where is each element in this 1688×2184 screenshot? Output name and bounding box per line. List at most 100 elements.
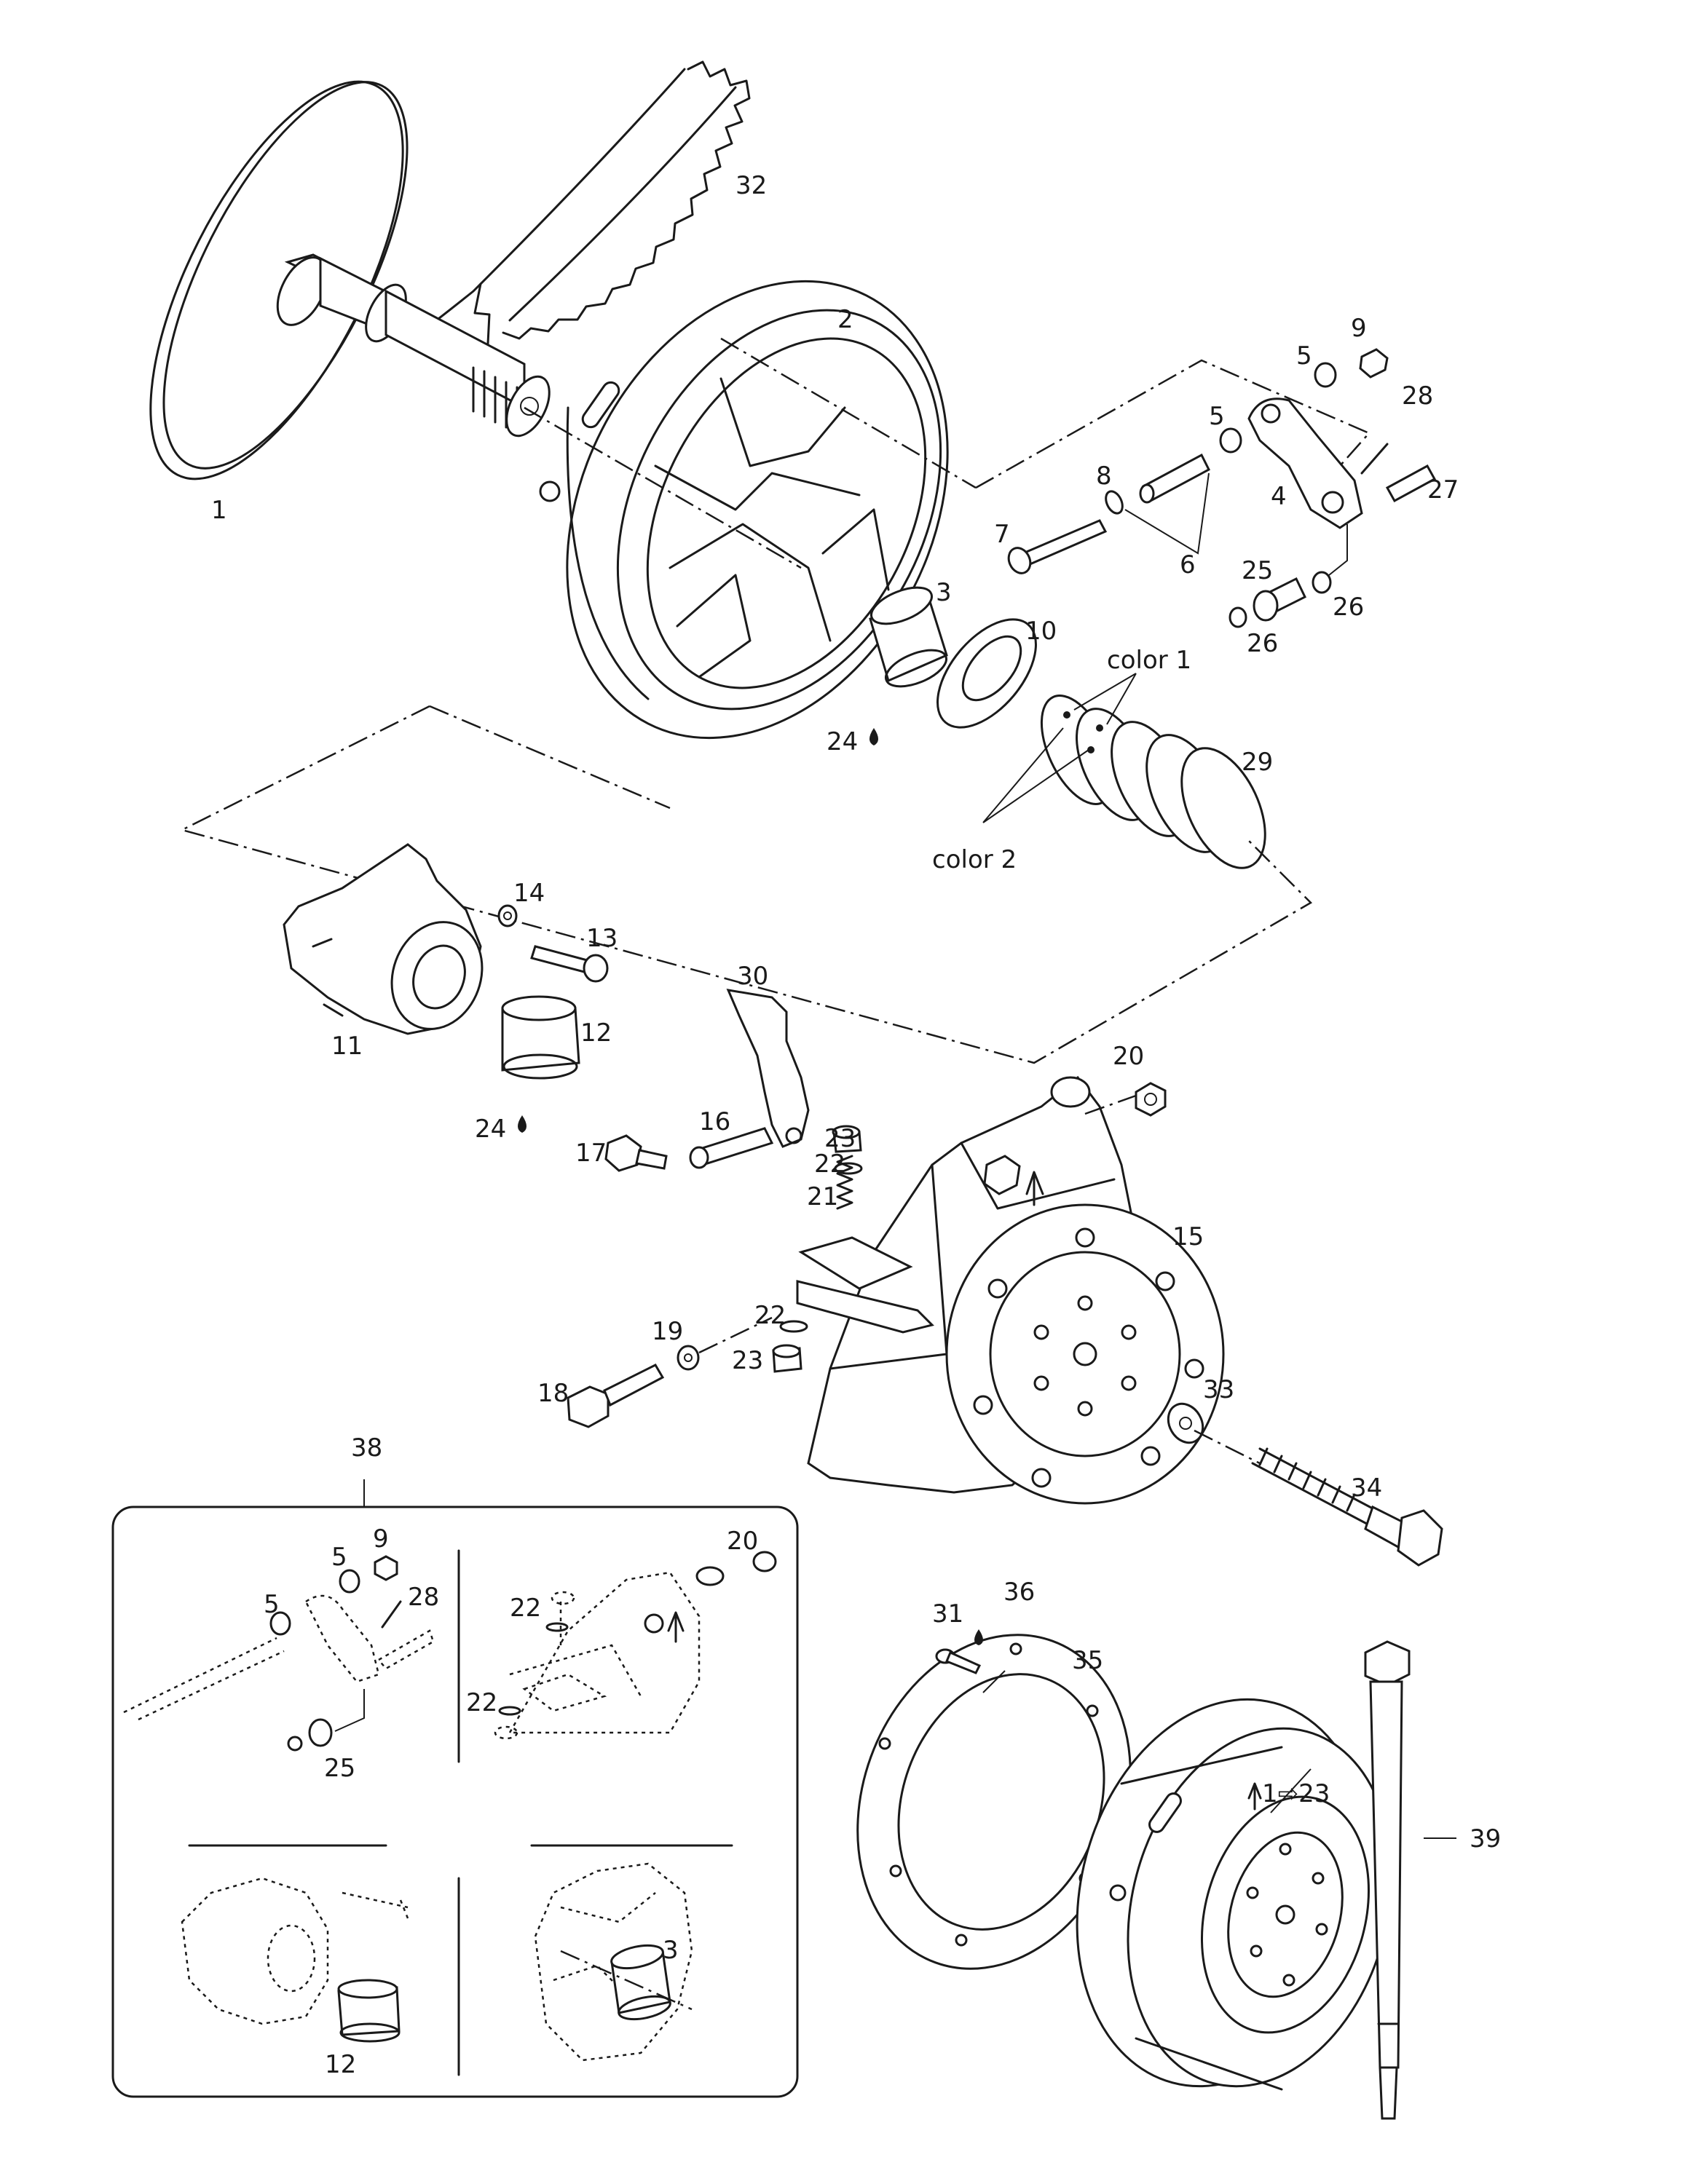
label-12: 12 xyxy=(580,1018,612,1048)
label-33: 33 xyxy=(1203,1375,1234,1404)
label-14: 14 xyxy=(513,879,545,908)
inset-cam-group xyxy=(181,1877,409,2043)
label-color-1: color 1 xyxy=(1107,646,1191,675)
inset-sliding-half-group xyxy=(534,1862,693,2062)
label-30: 30 xyxy=(737,962,768,991)
label-22a: 22 xyxy=(814,1150,845,1179)
label-17: 17 xyxy=(575,1139,607,1168)
label-9: 9 xyxy=(1351,314,1367,343)
label-21: 21 xyxy=(807,1182,838,1211)
label-15: 15 xyxy=(1172,1222,1204,1251)
ramp-lever-group xyxy=(1007,348,1437,628)
label-1: 1 xyxy=(211,496,227,525)
cap-23-upper xyxy=(832,1125,862,1153)
label-11: 11 xyxy=(331,1032,363,1061)
misc-leaders xyxy=(982,1670,1456,1839)
inset-label-3: 3 xyxy=(663,1936,679,1965)
nut-20 xyxy=(1084,1082,1167,1117)
inset-label-5a: 5 xyxy=(331,1543,347,1572)
label-27: 27 xyxy=(1427,475,1459,505)
drop-icon xyxy=(518,1115,526,1133)
washer-10 xyxy=(936,618,1037,729)
label-24b: 24 xyxy=(475,1115,506,1144)
inset-label-28: 28 xyxy=(408,1583,439,1612)
screw-17 xyxy=(604,1134,668,1172)
inset-label-9: 9 xyxy=(373,1524,389,1554)
sliding-half xyxy=(539,280,949,740)
label-23a: 23 xyxy=(824,1124,856,1153)
ring-22-lower xyxy=(779,1320,808,1333)
bushing-3 xyxy=(869,586,948,688)
washer-33 xyxy=(1167,1402,1204,1444)
washer-14 xyxy=(497,904,518,927)
bolt-34 xyxy=(1194,1429,1443,1567)
drop-icon xyxy=(974,1629,983,1645)
label-26a: 26 xyxy=(1333,593,1364,622)
label-23b: 23 xyxy=(732,1346,763,1375)
inset-label-25: 25 xyxy=(324,1754,355,1783)
inset-spider-group xyxy=(494,1551,777,1740)
ring-22-upper xyxy=(834,1162,863,1175)
label-38: 38 xyxy=(351,1433,382,1463)
assembly-outline-upper xyxy=(524,337,1371,569)
screw-13 xyxy=(530,945,609,983)
spring-29 xyxy=(1040,695,1266,869)
inset-label-12: 12 xyxy=(325,2050,356,2079)
inset-label-22b: 22 xyxy=(466,1688,497,1717)
inset-lever-group xyxy=(123,1555,435,1752)
pin-16 xyxy=(689,1127,774,1169)
label-3: 3 xyxy=(936,578,952,607)
puller-bolt-39 xyxy=(1364,1640,1411,2120)
variant-inset-panel xyxy=(111,1479,799,2098)
label-36: 36 xyxy=(1003,1578,1035,1607)
label-10: 10 xyxy=(1025,617,1057,646)
label-34: 34 xyxy=(1351,1473,1382,1503)
fixed-sheave xyxy=(149,80,551,480)
label-16: 16 xyxy=(699,1107,730,1136)
label-7: 7 xyxy=(994,520,1010,549)
label-26b: 26 xyxy=(1247,629,1278,658)
label-color-2: color 2 xyxy=(932,845,1017,874)
bushing-12 xyxy=(501,995,580,1080)
label-39: 39 xyxy=(1470,1824,1501,1853)
label-20: 20 xyxy=(1113,1042,1144,1071)
washer-19 xyxy=(677,1316,773,1371)
label-5a: 5 xyxy=(1296,341,1312,371)
label-22b: 22 xyxy=(754,1301,786,1330)
label-18: 18 xyxy=(537,1379,569,1408)
assembled-drive-pulley xyxy=(1076,1698,1393,2091)
assembly-outline-lower xyxy=(179,705,1313,1064)
cam-11 xyxy=(283,843,484,1035)
spring-21 xyxy=(836,1155,853,1210)
inset-label-20: 20 xyxy=(727,1527,758,1556)
label-29: 29 xyxy=(1242,748,1273,777)
label-8: 8 xyxy=(1096,462,1112,491)
drop-icon xyxy=(869,728,878,745)
spider-15 xyxy=(796,1075,1225,1505)
arrow-up-icon xyxy=(1025,1171,1044,1206)
part-labels: 1 2 3 4 5 5 6 7 8 9 10 color 1 color 2 1… xyxy=(211,171,1501,1853)
label-35: 35 xyxy=(1072,1646,1103,1675)
cap-23-lower xyxy=(772,1344,802,1373)
color-leaders xyxy=(982,673,1137,823)
screw-31 xyxy=(935,1648,982,1674)
label-5b: 5 xyxy=(1209,402,1225,431)
label-24a: 24 xyxy=(827,727,858,756)
label-6: 6 xyxy=(1180,550,1196,579)
bolt-18 xyxy=(567,1364,665,1428)
label-32: 32 xyxy=(735,171,767,200)
ramp-30 xyxy=(726,989,810,1148)
label-4: 4 xyxy=(1271,482,1287,511)
label-25: 25 xyxy=(1242,556,1273,585)
label-13: 13 xyxy=(586,924,618,953)
label-2: 2 xyxy=(837,305,853,334)
inset-label-22a: 22 xyxy=(510,1594,541,1623)
label-assembly-1-to-23: 1⇨23 xyxy=(1262,1779,1330,1808)
label-31: 31 xyxy=(932,1599,963,1629)
label-28: 28 xyxy=(1402,381,1433,411)
label-19: 19 xyxy=(652,1317,683,1346)
ring-35 xyxy=(856,1634,1132,1970)
inset-label-5b: 5 xyxy=(264,1590,280,1619)
drive-belt xyxy=(406,60,751,345)
